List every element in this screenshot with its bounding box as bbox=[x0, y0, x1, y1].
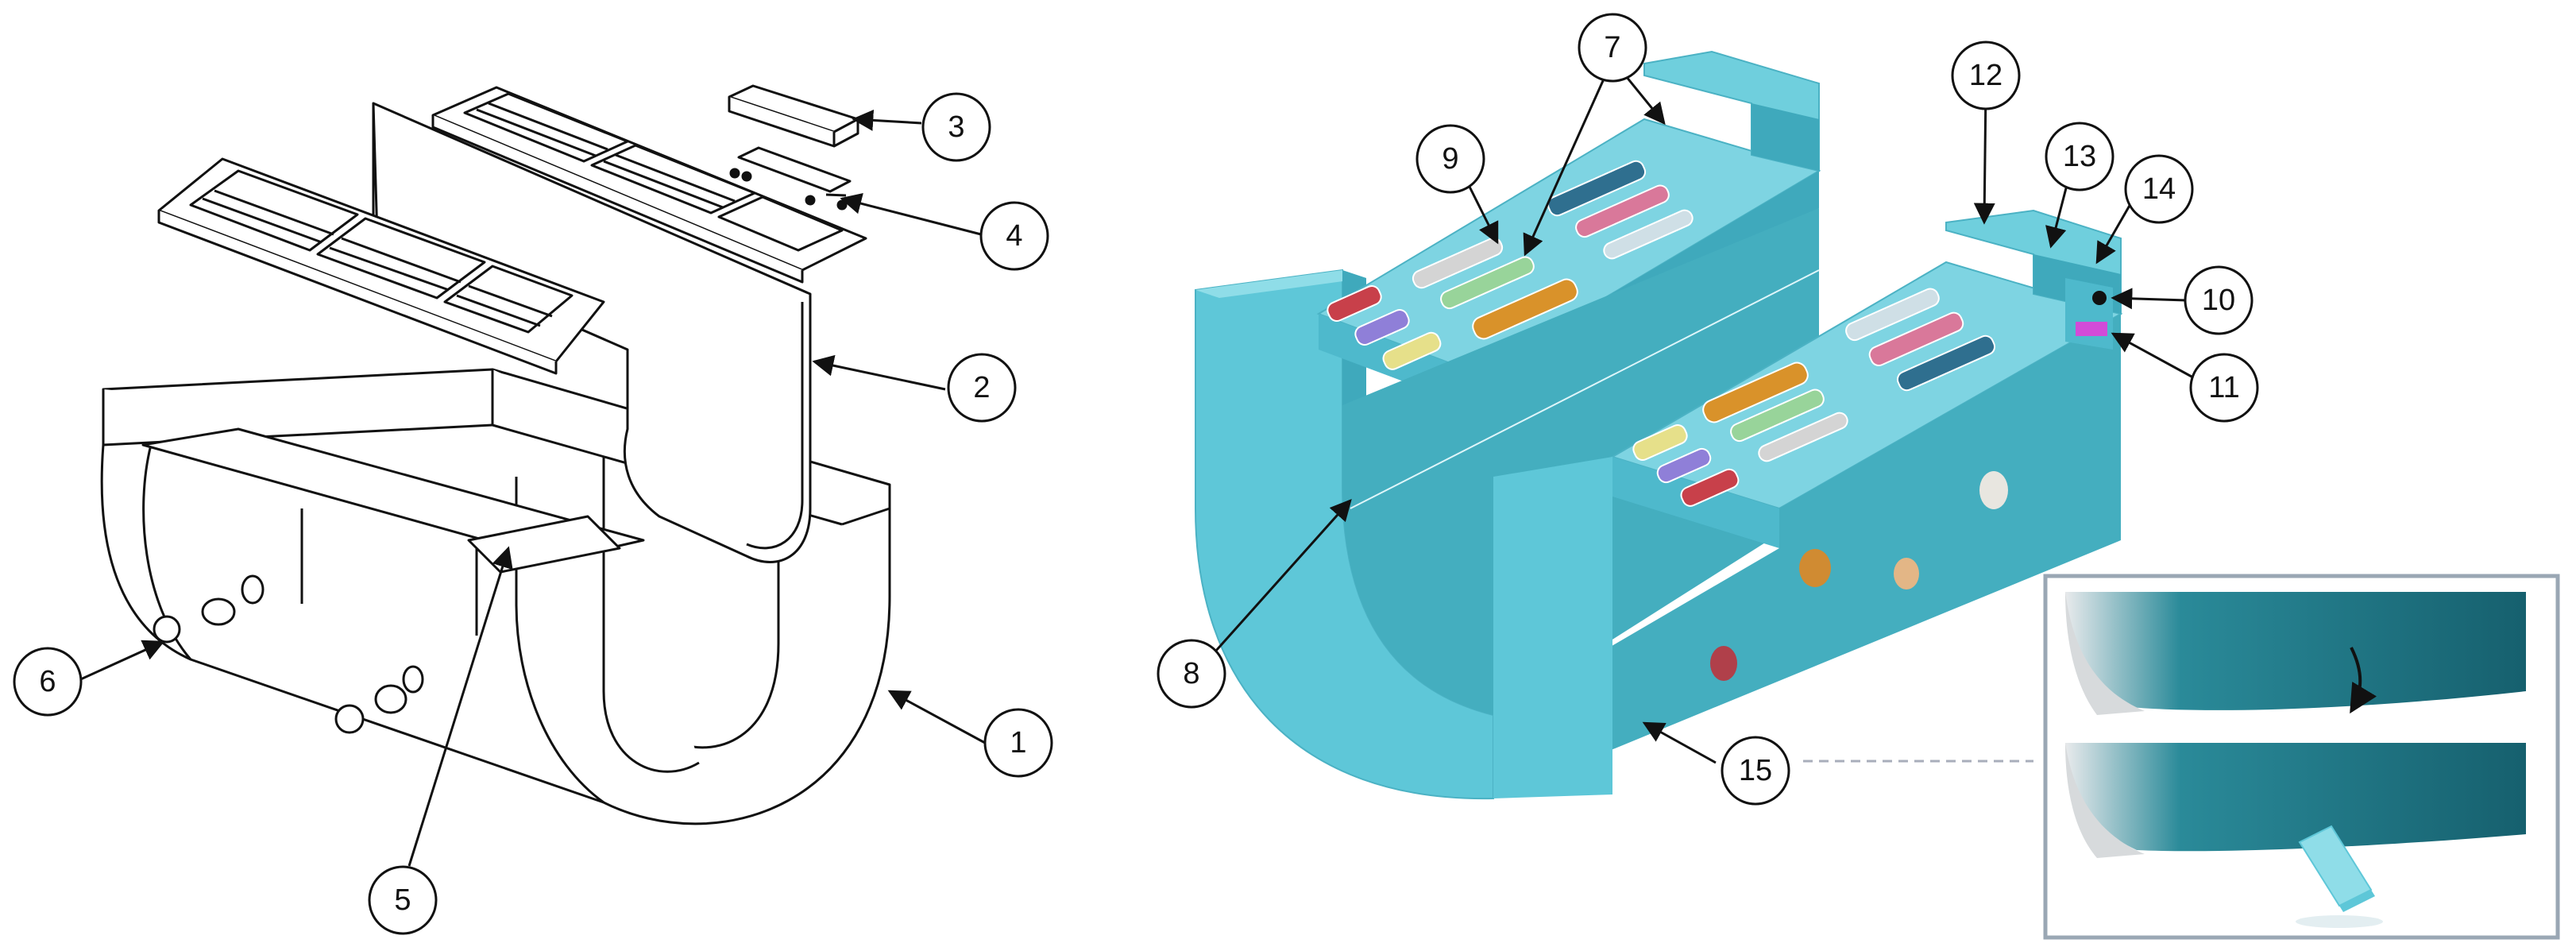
svg-text:4: 4 bbox=[1006, 219, 1022, 253]
left-tray bbox=[157, 157, 605, 375]
callout-2: 2 bbox=[947, 353, 1017, 423]
side-holes bbox=[153, 574, 424, 734]
sensor-port bbox=[2092, 291, 2107, 305]
cover-bar bbox=[728, 84, 859, 148]
callouts: 3 4 2 1 5 6 7 9 12 13 14 10 11 8 15 bbox=[13, 13, 2259, 935]
callout-6: 6 bbox=[13, 647, 83, 717]
svg-text:2: 2 bbox=[973, 371, 990, 404]
callout-4: 4 bbox=[979, 201, 1049, 271]
right-tray bbox=[431, 86, 867, 284]
svg-text:11: 11 bbox=[2208, 371, 2239, 404]
callout-15: 15 bbox=[1721, 736, 1790, 806]
callout-10: 10 bbox=[2184, 265, 2254, 335]
svg-text:6: 6 bbox=[39, 665, 56, 698]
cyan-3d-model bbox=[1195, 50, 2123, 800]
connector-plug bbox=[2076, 322, 2107, 336]
svg-text:10: 10 bbox=[2202, 284, 2235, 317]
callout-13: 13 bbox=[2045, 122, 2114, 191]
svg-text:13: 13 bbox=[2063, 140, 2096, 173]
svg-text:7: 7 bbox=[1604, 31, 1620, 64]
callout-3: 3 bbox=[921, 92, 991, 162]
callout-5: 5 bbox=[368, 865, 438, 935]
callout-12: 12 bbox=[1951, 41, 2021, 110]
callout-8: 8 bbox=[1157, 639, 1226, 709]
svg-text:8: 8 bbox=[1183, 657, 1199, 690]
right-slab-slots bbox=[1632, 288, 1996, 507]
svg-text:12: 12 bbox=[1969, 59, 2002, 92]
callout-7: 7 bbox=[1578, 13, 1647, 83]
exploded-view-line-art bbox=[100, 84, 891, 825]
u-plate bbox=[372, 102, 812, 563]
svg-text:3: 3 bbox=[948, 110, 964, 144]
svg-text:5: 5 bbox=[394, 883, 411, 917]
svg-text:15: 15 bbox=[1739, 754, 1772, 787]
callout-14: 14 bbox=[2124, 154, 2194, 224]
detail-inset bbox=[2043, 574, 2560, 940]
svg-text:14: 14 bbox=[2142, 172, 2176, 206]
callout-1: 1 bbox=[983, 708, 1053, 778]
callout-9: 9 bbox=[1415, 124, 1485, 194]
svg-text:9: 9 bbox=[1442, 142, 1458, 176]
svg-text:1: 1 bbox=[1010, 726, 1026, 760]
left-slab-slots bbox=[1327, 160, 1694, 370]
callout-11: 11 bbox=[2189, 353, 2259, 423]
